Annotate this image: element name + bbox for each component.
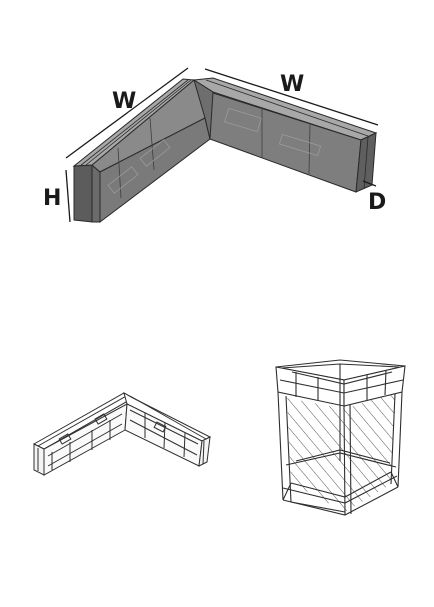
dimension-lines [65, 67, 379, 223]
width-left-label: W [112, 89, 136, 114]
l-corner-block-icon [72, 77, 378, 224]
depth-label: D [368, 190, 386, 215]
l-corner-wireframe-icon [32, 391, 212, 476]
width-right-label: W [280, 72, 304, 97]
box-enclosure-icon [275, 359, 406, 516]
height-label: H [43, 186, 61, 211]
